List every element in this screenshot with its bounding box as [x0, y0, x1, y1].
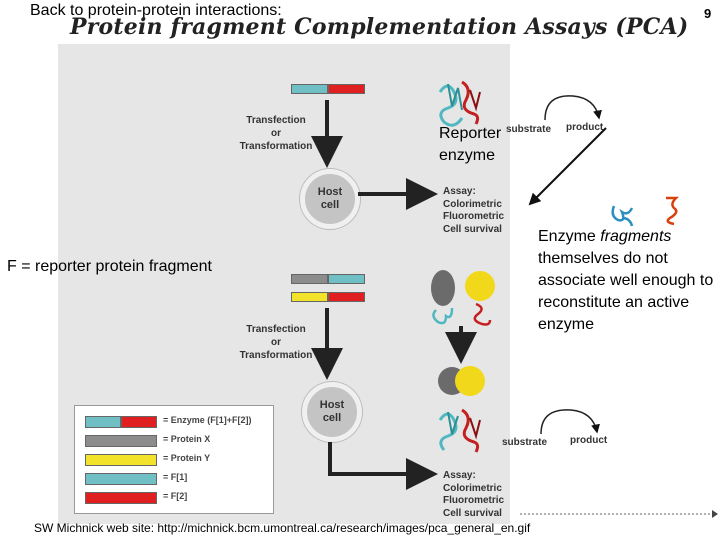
- reporter-enzyme-label: Reporter enzyme: [439, 123, 501, 167]
- transfection-b-line-2: or: [271, 337, 281, 348]
- transfection-label-top: Transfection or Transformation: [232, 114, 320, 153]
- f1-bar: [328, 274, 365, 284]
- assay-title-top: Assay:: [443, 186, 476, 197]
- legend-text-protein-x: = Protein X: [163, 434, 211, 444]
- legend-text-f2: = F[2]: [163, 491, 188, 501]
- assay-block-top: Assay: Colorimetric Fluorometric Cell su…: [443, 186, 504, 236]
- substrate-label-top: substrate: [506, 124, 552, 135]
- legend-swatch-enzyme-cyan: [85, 416, 121, 428]
- legend-text-enzyme: = Enzyme (F[1]+F[2]): [163, 415, 252, 425]
- substrate-label-bottom: substrate: [502, 437, 548, 448]
- figure-legend: = Enzyme (F[1]+F[2]) = Protein X = Prote…: [74, 405, 274, 514]
- host-cell-bottom: Host cell: [302, 382, 362, 442]
- assay-title-bottom: Assay:: [443, 470, 476, 481]
- host-cell-top-line2: cell: [320, 199, 340, 211]
- reaction-arc-bottom: [540, 409, 600, 435]
- assay-item-cell-survival-bottom: Cell survival: [443, 507, 502, 519]
- host-cell-bottom-line1: Host: [319, 399, 345, 411]
- assay-item-cell-survival-top: Cell survival: [443, 223, 502, 235]
- reconstituted-enzyme-structure-bottom: [438, 408, 481, 453]
- assay-block-bottom: Assay: Colorimetric Fluorometric Cell su…: [443, 470, 504, 520]
- enzyme-bar-cyan-top: [291, 84, 328, 94]
- assay-item-colorimetric-top: Colorimetric: [443, 198, 502, 210]
- legend-swatch-enzyme-red: [121, 416, 157, 428]
- host-cell-top-line1: Host: [317, 186, 343, 198]
- enzyme-fragments-note: Enzyme fragments themselves do not assoc…: [538, 226, 718, 336]
- transfection-b-line-3: Transformation: [239, 350, 313, 361]
- fragment-red-icon: [666, 196, 680, 226]
- enzyme-note-pre: Enzyme: [538, 228, 601, 245]
- reaction-arc-top: [544, 95, 602, 121]
- reporter-line-2: enzyme: [439, 147, 496, 164]
- protein-x-bar: [291, 274, 328, 284]
- legend-text-f1: = F[1]: [163, 472, 188, 482]
- enzyme-bar-red-top: [328, 84, 365, 94]
- arrow-bent-bottom: [328, 442, 438, 490]
- legend-swatch-f2: [85, 492, 157, 504]
- legend-swatch-protein-x: [85, 435, 157, 447]
- figure-title: Protein fragment Complementation Assays …: [70, 14, 689, 40]
- legend-swatch-f1: [85, 473, 157, 485]
- bottom-edge-arrow: [712, 510, 718, 518]
- fragment-cyan-icon: [611, 205, 634, 227]
- product-label-top: product: [566, 122, 604, 133]
- legend-text-protein-y: = Protein Y: [163, 453, 211, 463]
- annotation-arrow: [528, 127, 607, 206]
- transfection-line-1: Transfection: [246, 115, 306, 126]
- f-definition: F = reporter protein fragment: [7, 258, 212, 275]
- transfection-label-bottom: Transfection or Transformation: [232, 323, 320, 362]
- reporter-line-1: Reporter: [439, 125, 502, 142]
- slide-header: Back to protein-protein interactions:: [30, 2, 282, 19]
- assay-item-fluorometric-bottom: Fluorometric: [443, 495, 505, 506]
- transfection-line-3: Transformation: [239, 141, 313, 152]
- transfection-line-2: or: [271, 128, 281, 139]
- f2-bar: [328, 292, 365, 302]
- assay-item-colorimetric-bottom: Colorimetric: [443, 482, 502, 494]
- enzyme-note-italic: fragments: [600, 228, 672, 245]
- host-cell-top: Host cell: [300, 169, 360, 229]
- protein-x-y-complex: [438, 366, 485, 396]
- transfection-b-line-1: Transfection: [246, 324, 306, 335]
- protein-x-y-separate: [431, 270, 495, 326]
- host-cell-bottom-line2: cell: [322, 412, 342, 424]
- source-citation: SW Michnick web site: http://michnick.bc…: [34, 521, 531, 535]
- protein-y-bar: [291, 292, 328, 302]
- reporter-enzyme-structure-top: [438, 80, 481, 127]
- enzyme-note-rest: themselves do not associate well enough …: [538, 250, 714, 333]
- slide-number: 9: [704, 6, 712, 21]
- assay-item-fluorometric-top: Fluorometric: [443, 211, 505, 222]
- product-label-bottom: product: [570, 435, 608, 446]
- legend-swatch-protein-y: [85, 454, 157, 466]
